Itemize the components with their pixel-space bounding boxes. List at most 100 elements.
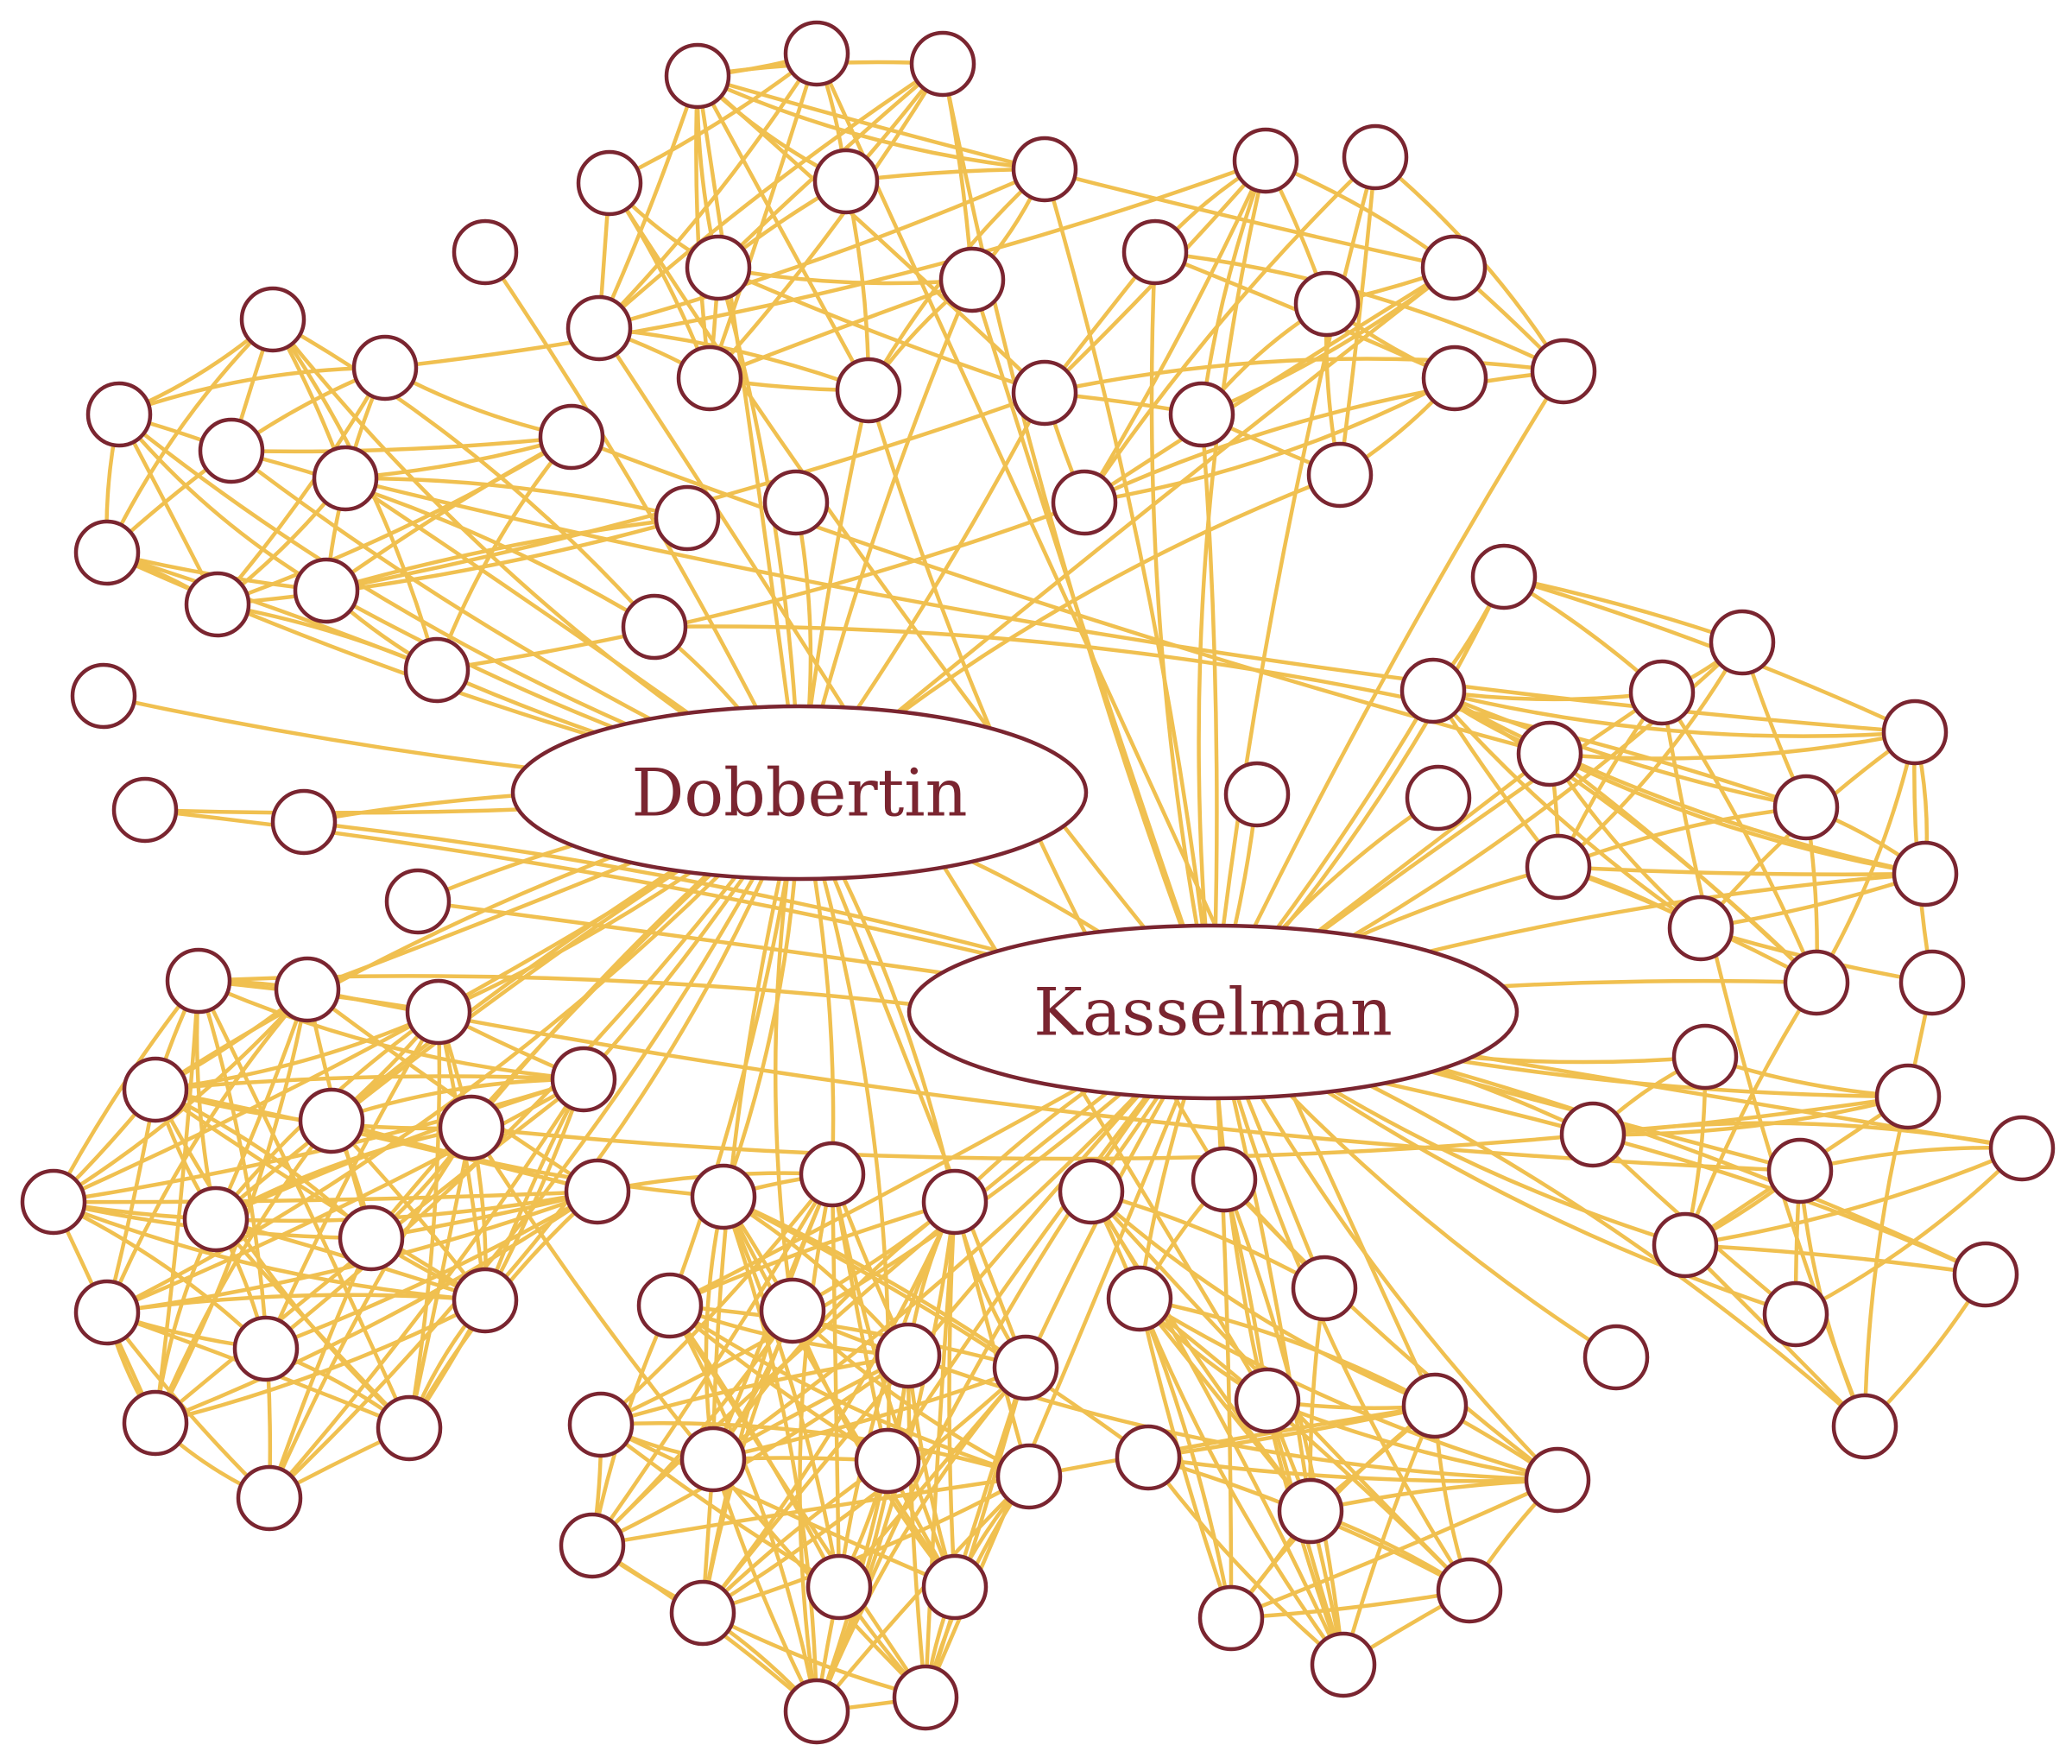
graph-node-48[interactable] bbox=[1874, 1063, 1942, 1130]
graph-node-40[interactable] bbox=[1881, 699, 1949, 766]
graph-node-32[interactable] bbox=[403, 636, 471, 704]
graph-node-97[interactable] bbox=[1277, 1477, 1344, 1545]
graph-node-42[interactable] bbox=[1892, 840, 1959, 907]
graph-node-102[interactable] bbox=[70, 662, 137, 730]
graph-node-66[interactable] bbox=[338, 1204, 405, 1272]
graph-node-37[interactable] bbox=[1628, 659, 1696, 726]
graph-node-25[interactable] bbox=[85, 381, 153, 448]
graph-node-56[interactable] bbox=[165, 947, 232, 1015]
graph-node-44[interactable] bbox=[1667, 895, 1734, 962]
graph-node-33[interactable] bbox=[654, 484, 721, 552]
graph-node-53[interactable] bbox=[1952, 1241, 2019, 1308]
graph-node-18[interactable] bbox=[1421, 345, 1488, 412]
graph-node-7[interactable] bbox=[685, 234, 752, 301]
graph-node-107[interactable] bbox=[762, 469, 830, 536]
graph-node-105[interactable] bbox=[384, 868, 452, 935]
graph-node-79[interactable] bbox=[992, 1334, 1059, 1401]
graph-node-49[interactable] bbox=[1988, 1115, 2056, 1182]
graph-node-8[interactable] bbox=[938, 246, 1006, 313]
graph-node-94[interactable] bbox=[1234, 1367, 1301, 1434]
graph-node-52[interactable] bbox=[1652, 1211, 1719, 1279]
graph-node-80[interactable] bbox=[567, 1391, 635, 1458]
graph-node-11[interactable] bbox=[835, 357, 902, 424]
graph-node-20[interactable] bbox=[1168, 381, 1235, 448]
graph-node-100[interactable] bbox=[1197, 1584, 1265, 1652]
graph-node-6[interactable] bbox=[1011, 136, 1078, 203]
graph-node-16[interactable] bbox=[1420, 234, 1488, 301]
graph-node-28[interactable] bbox=[538, 403, 605, 471]
graph-node-84[interactable] bbox=[559, 1512, 626, 1579]
graph-node-88[interactable] bbox=[783, 1678, 850, 1745]
graph-node-57[interactable] bbox=[274, 956, 341, 1023]
graph-node-21[interactable] bbox=[1306, 441, 1374, 509]
graph-node-27[interactable] bbox=[312, 445, 379, 512]
graph-node-15[interactable] bbox=[1293, 270, 1361, 338]
graph-node-109[interactable] bbox=[1405, 764, 1472, 831]
graph-node-17[interactable] bbox=[1530, 338, 1597, 405]
graph-node-71[interactable] bbox=[376, 1394, 443, 1462]
graph-node-89[interactable] bbox=[892, 1664, 959, 1731]
graph-node-43[interactable] bbox=[1525, 833, 1592, 901]
graph-node-99[interactable] bbox=[1436, 1557, 1503, 1624]
graph-node-1[interactable] bbox=[664, 42, 731, 110]
graph-node-98[interactable] bbox=[1524, 1446, 1591, 1514]
graph-node-68[interactable] bbox=[452, 1267, 519, 1334]
graph-node-62[interactable] bbox=[438, 1094, 505, 1161]
graph-node-78[interactable] bbox=[875, 1322, 942, 1389]
graph-node-76[interactable] bbox=[636, 1272, 704, 1339]
graph-node-38[interactable] bbox=[1399, 657, 1467, 724]
graph-node-51[interactable] bbox=[1766, 1137, 1834, 1204]
graph-node-46[interactable] bbox=[1898, 949, 1966, 1016]
graph-node-87[interactable] bbox=[921, 1553, 989, 1621]
graph-node-67[interactable] bbox=[73, 1279, 141, 1346]
graph-node-104[interactable] bbox=[270, 788, 338, 856]
graph-node-72[interactable] bbox=[236, 1464, 303, 1532]
graph-node-50[interactable] bbox=[1559, 1101, 1627, 1168]
graph-node-82[interactable] bbox=[854, 1427, 921, 1495]
graph-node-23[interactable] bbox=[239, 286, 306, 353]
graph-node-58[interactable] bbox=[405, 978, 472, 1046]
graph-node-101[interactable] bbox=[1310, 1631, 1377, 1698]
graph-node-95[interactable] bbox=[1401, 1372, 1469, 1439]
graph-node-55[interactable] bbox=[1831, 1393, 1898, 1460]
graph-node-61[interactable] bbox=[298, 1087, 365, 1154]
graph-node-108[interactable] bbox=[1223, 761, 1291, 828]
graph-node-5[interactable] bbox=[812, 148, 880, 215]
graph-node-59[interactable] bbox=[122, 1056, 189, 1123]
graph-node-45[interactable] bbox=[1783, 949, 1850, 1016]
graph-node-31[interactable] bbox=[293, 557, 360, 624]
graph-node-22[interactable] bbox=[1051, 469, 1118, 536]
graph-node-83[interactable] bbox=[995, 1443, 1063, 1510]
graph-node-70[interactable] bbox=[122, 1389, 189, 1457]
graph-node-4[interactable] bbox=[576, 149, 643, 217]
graph-node-29[interactable] bbox=[73, 519, 141, 586]
graph-node-65[interactable] bbox=[564, 1158, 631, 1225]
graph-node-41[interactable] bbox=[1772, 774, 1840, 841]
graph-node-77[interactable] bbox=[759, 1277, 826, 1344]
graph-node-10[interactable] bbox=[676, 345, 743, 412]
graph-node-9[interactable] bbox=[565, 294, 633, 362]
graph-node-12[interactable] bbox=[1232, 127, 1299, 194]
graph-node-92[interactable] bbox=[1106, 1265, 1173, 1332]
graph-node-30[interactable] bbox=[184, 571, 251, 638]
graph-node-63[interactable] bbox=[20, 1168, 87, 1236]
graph-node-39[interactable] bbox=[1516, 720, 1583, 787]
graph-node-69[interactable] bbox=[232, 1315, 300, 1382]
graph-node-81[interactable] bbox=[679, 1426, 747, 1493]
graph-node-110[interactable] bbox=[1582, 1324, 1650, 1391]
graph-node-73[interactable] bbox=[799, 1141, 866, 1208]
graph-node-13[interactable] bbox=[1342, 123, 1409, 191]
graph-node-24[interactable] bbox=[351, 334, 419, 401]
graph-node-86[interactable] bbox=[805, 1553, 873, 1621]
graph-node-60[interactable] bbox=[550, 1046, 617, 1113]
graph-node-26[interactable] bbox=[198, 417, 265, 484]
graph-node-3[interactable] bbox=[909, 30, 976, 98]
graph-node-35[interactable] bbox=[1470, 543, 1538, 610]
graph-node-75[interactable] bbox=[921, 1168, 989, 1236]
graph-node-90[interactable] bbox=[1058, 1158, 1125, 1225]
graph-node-91[interactable] bbox=[1191, 1146, 1258, 1213]
graph-node-14[interactable] bbox=[1121, 218, 1189, 286]
hub-dobbertin[interactable]: Dobbertin bbox=[510, 704, 1089, 882]
graph-node-2[interactable] bbox=[783, 20, 850, 87]
graph-node-93[interactable] bbox=[1291, 1255, 1358, 1322]
